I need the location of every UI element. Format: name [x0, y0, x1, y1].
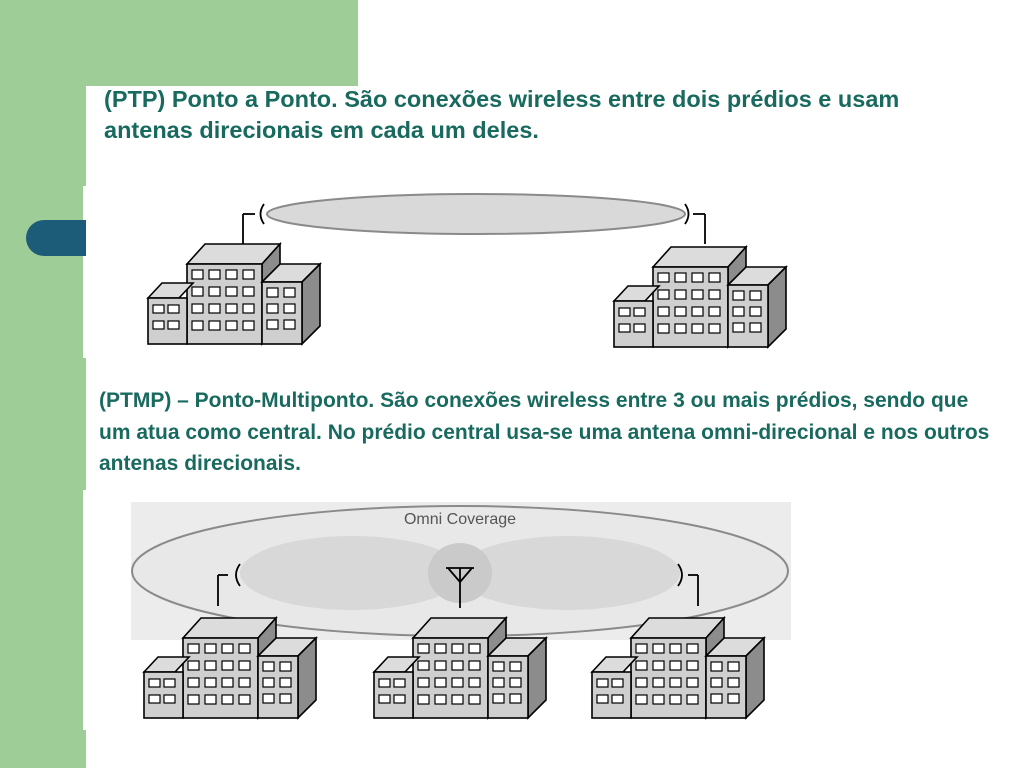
directional-antenna-icon — [684, 203, 706, 244]
edge-strip — [83, 490, 86, 730]
beam-ellipse — [240, 536, 464, 610]
omni-coverage-label: Omni Coverage — [404, 511, 516, 528]
building-icon — [147, 243, 321, 345]
building-icon — [613, 246, 787, 348]
directional-antenna-icon — [677, 563, 699, 606]
ptmp-diagram: Omni Coverage — [131, 502, 791, 719]
directional-antenna-icon — [217, 563, 241, 606]
ptp-description: (PTP) Ponto a Ponto. São conexões wirele… — [104, 86, 900, 143]
ptp-diagram — [147, 193, 787, 348]
beam-ellipse — [266, 193, 686, 235]
decorative-tab — [26, 220, 86, 256]
ptmp-description: (PTMP) – Ponto-Multiponto. São conexões … — [99, 389, 990, 475]
directional-antenna-icon — [242, 203, 265, 244]
edge-strip — [83, 186, 86, 358]
beam-ellipse — [456, 536, 680, 610]
omni-antenna-icon — [446, 567, 474, 608]
